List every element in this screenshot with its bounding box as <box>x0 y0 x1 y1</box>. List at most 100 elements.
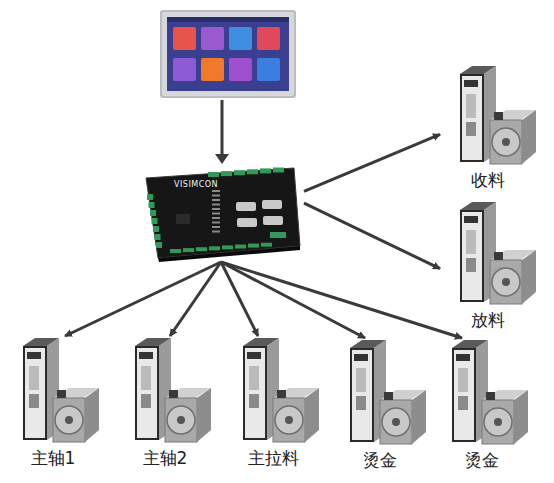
drive-connector <box>141 366 151 390</box>
motor-shaft <box>502 138 510 146</box>
terminal-block <box>153 226 159 232</box>
motor-body <box>273 398 305 442</box>
screen-display <box>167 17 289 91</box>
pin-header <box>212 217 220 219</box>
drive-front <box>243 346 267 440</box>
motor-flange <box>522 250 536 304</box>
terminal-block <box>221 171 232 176</box>
app-icon <box>229 27 252 50</box>
axis-label: 烫金 <box>432 450 532 470</box>
motor-shaft <box>177 416 185 424</box>
drive-display <box>464 80 478 87</box>
drive-connector <box>458 396 468 410</box>
drive-front <box>135 346 159 440</box>
connector-arrow <box>304 203 440 268</box>
controller-board-illustration <box>138 164 304 262</box>
drive-connector <box>466 230 476 254</box>
terminal-block <box>222 245 233 249</box>
terminal-block <box>273 168 284 173</box>
drive-display <box>354 354 368 361</box>
db-connector <box>236 202 256 211</box>
terminal-block <box>247 169 258 174</box>
servo-drive-motor-illustration <box>3 336 103 444</box>
motor-flange <box>522 110 536 164</box>
terminal-block <box>156 242 162 248</box>
drive-panel <box>462 212 482 300</box>
terminal-block <box>170 249 181 253</box>
drive-front <box>460 210 484 302</box>
drive-display <box>27 352 41 359</box>
servo-unit: 烫金 <box>330 338 430 472</box>
board-edge <box>158 246 300 262</box>
terminal-block <box>196 247 207 251</box>
drive-connector <box>466 122 476 136</box>
motor-face <box>484 408 512 436</box>
motor-flange <box>412 390 426 444</box>
motor-body <box>490 260 522 304</box>
terminal-block <box>147 194 153 200</box>
terminal-block <box>208 172 219 177</box>
drive-display <box>247 352 261 359</box>
motor-flange <box>514 390 528 444</box>
drive-connector <box>458 368 468 392</box>
touch-screen <box>160 10 296 100</box>
motor-plug <box>494 112 503 120</box>
drive-front <box>350 348 374 442</box>
app-icon <box>229 58 252 81</box>
drive-front <box>452 348 476 442</box>
drive-panel <box>454 350 474 440</box>
servo-unit: 放料 <box>440 200 536 332</box>
connector-arrow <box>65 262 221 336</box>
servo-drive-motor-illustration <box>223 336 323 444</box>
servo-drive-motor-illustration <box>440 200 536 306</box>
axis-label: 放料 <box>440 310 536 330</box>
drive-display <box>456 354 470 361</box>
db-connector <box>237 218 257 227</box>
motor-face <box>167 406 195 434</box>
terminal-block <box>248 244 259 248</box>
terminal-block <box>270 232 286 238</box>
hmi-link-arrowhead <box>215 154 229 164</box>
app-icon <box>173 58 196 81</box>
screen-bezel <box>162 12 294 96</box>
drive-panel <box>25 348 45 438</box>
hmi-link-line <box>221 100 224 156</box>
motor-body <box>380 400 412 444</box>
motor-body <box>165 398 197 442</box>
chip <box>176 214 190 224</box>
motor-face <box>55 406 83 434</box>
motor-face <box>492 268 520 296</box>
servo-drive-motor-illustration <box>330 338 430 446</box>
motor-flange <box>197 388 211 442</box>
app-icon <box>201 58 224 81</box>
pin-header <box>212 222 220 224</box>
motor-plug <box>57 390 66 398</box>
pin-header <box>212 195 220 197</box>
servo-unit: 主轴1 <box>3 336 103 470</box>
brand-label: VISIMCON <box>174 181 218 189</box>
motor-plug <box>486 392 495 400</box>
screen-status-bar <box>167 17 289 22</box>
app-icon <box>201 27 224 50</box>
drive-panel <box>462 76 482 160</box>
drive-connector <box>356 368 366 392</box>
motor-body <box>482 400 514 444</box>
drive-front <box>23 346 47 440</box>
pin-header <box>212 231 220 233</box>
motor-body <box>490 120 522 164</box>
board-body <box>146 168 300 258</box>
axis-label: 收料 <box>440 170 536 190</box>
terminal-block <box>235 245 246 249</box>
drive-display <box>464 216 478 223</box>
servo-unit: 主轴2 <box>115 336 215 470</box>
motor-flange <box>85 388 99 442</box>
servo-drive-motor-illustration <box>432 338 532 446</box>
motor-plug <box>384 392 393 400</box>
pin-header <box>212 190 220 192</box>
motor-face <box>275 406 303 434</box>
motor-body <box>53 398 85 442</box>
axis-label: 烫金 <box>330 450 430 470</box>
drive-display <box>139 352 153 359</box>
servo-unit: 主拉料 <box>223 336 323 470</box>
drive-connector <box>141 394 151 408</box>
